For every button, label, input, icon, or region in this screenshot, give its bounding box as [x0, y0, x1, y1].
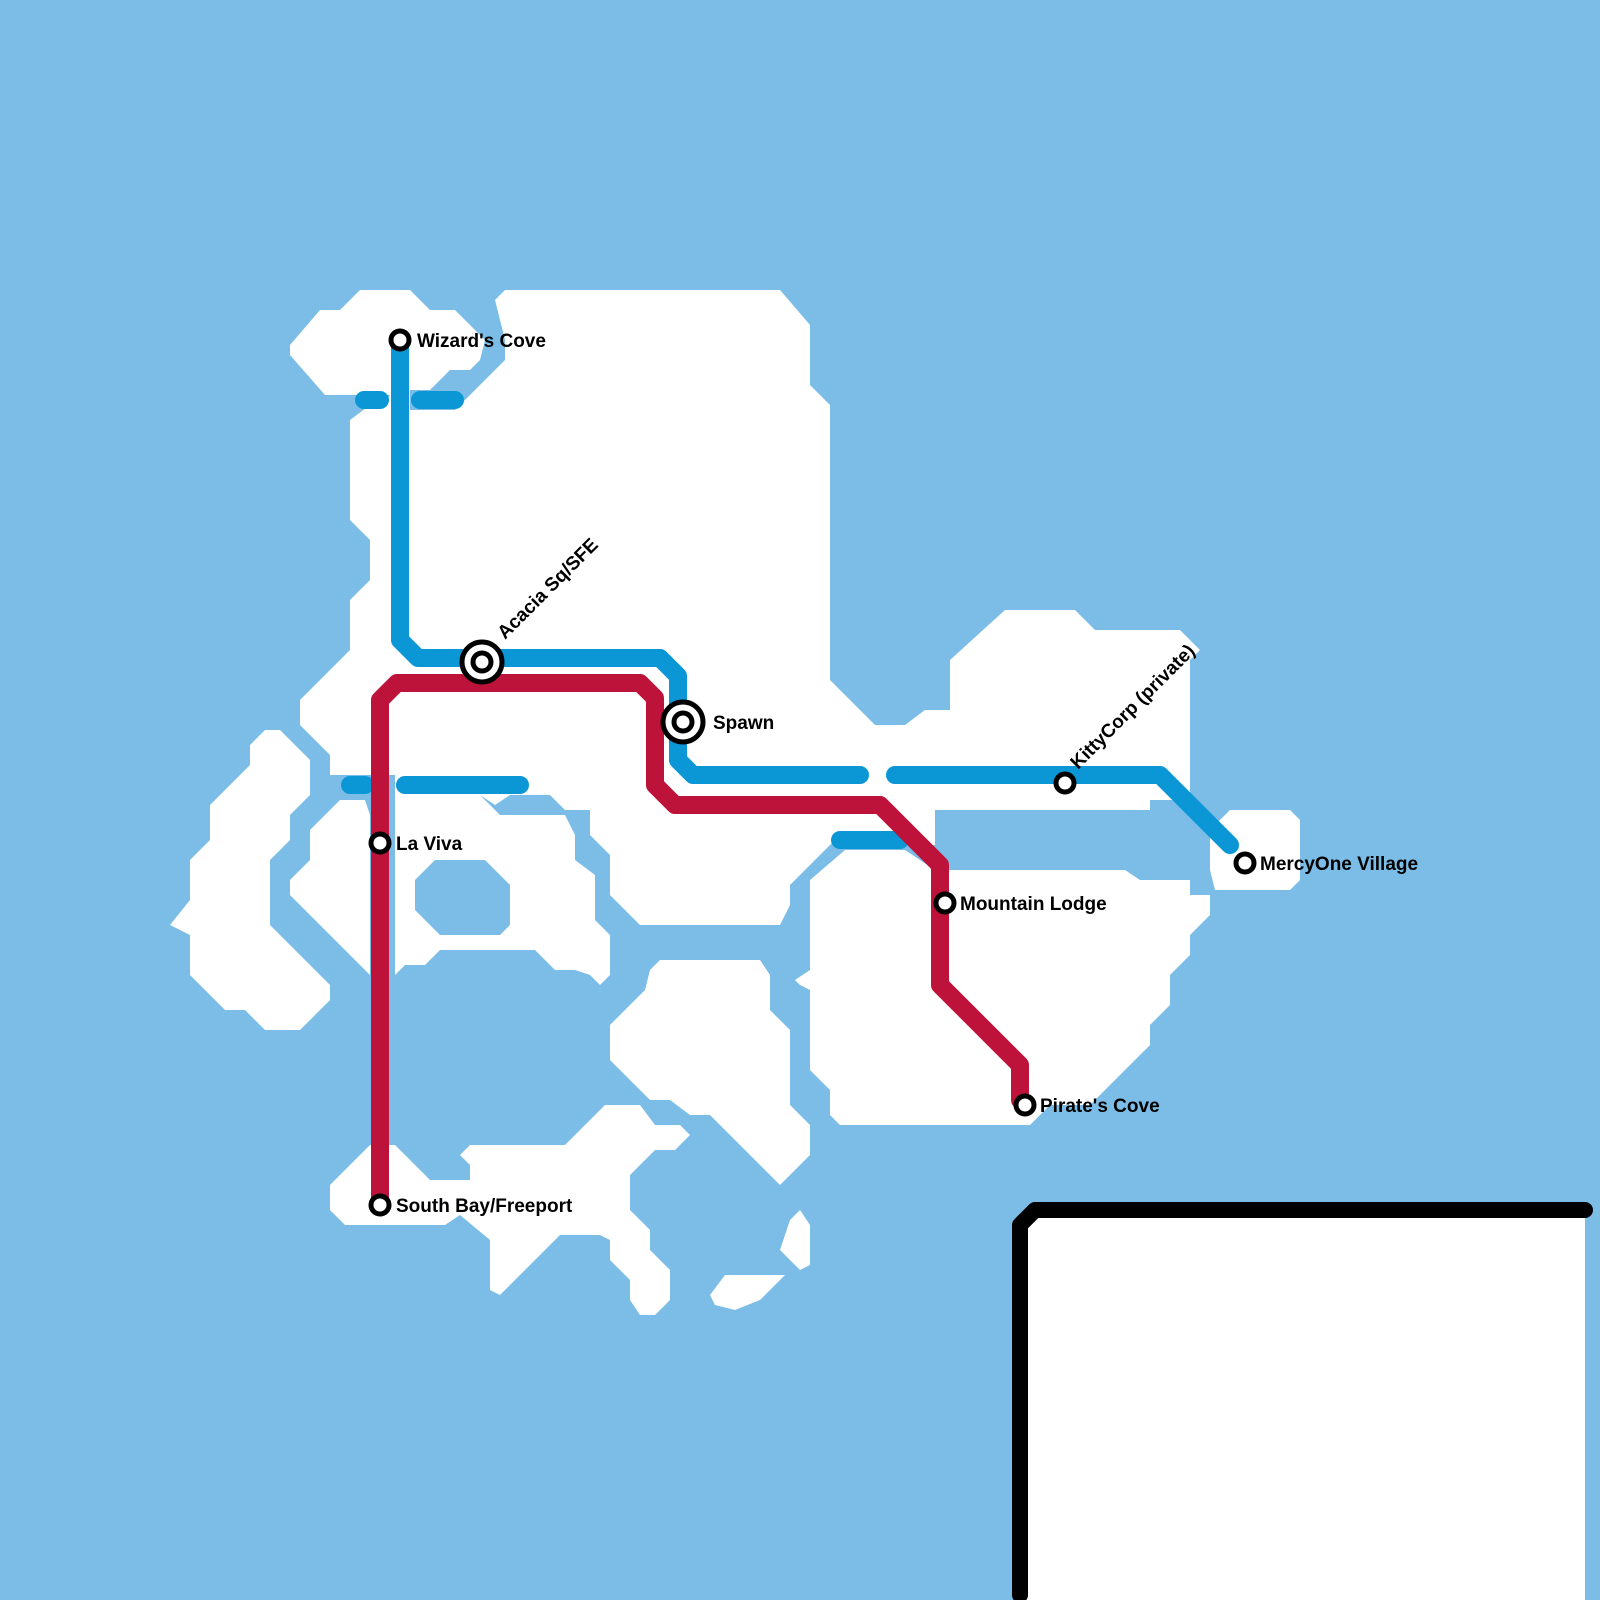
land-islet-2: [710, 1275, 785, 1310]
station-marker: [1013, 1093, 1037, 1117]
land-south-central: [610, 960, 810, 1185]
blue-line: [341, 331, 1239, 854]
blue-line-east: [886, 766, 1239, 854]
station-spawn[interactable]: Spawn: [660, 699, 774, 745]
interchange-inner-ring: [671, 710, 695, 734]
station-marker: [368, 831, 392, 855]
land-south-bay: [330, 1105, 690, 1315]
station-label: La Viva: [396, 834, 463, 855]
station-marker: [933, 891, 957, 915]
station-la-viva[interactable]: La Viva: [368, 831, 463, 855]
station-label: Wizard's Cove: [417, 331, 546, 352]
station-label: South Bay/Freeport: [396, 1196, 573, 1217]
station-label: Mountain Lodge: [960, 894, 1107, 915]
water-lagoons: [415, 810, 1190, 935]
station-label: Spawn: [713, 713, 774, 734]
station-label: Pirate's Cove: [1040, 1096, 1160, 1117]
blue-line-west: [391, 331, 869, 784]
land-mercyone: [1210, 810, 1300, 890]
red-line: [371, 674, 1029, 1209]
station-mountain-lodge[interactable]: Mountain Lodge: [933, 891, 1107, 915]
lagoon-east: [935, 810, 1190, 860]
station-wizards-cove[interactable]: Wizard's Cove: [388, 328, 546, 352]
station-label: MercyOne Village: [1260, 854, 1418, 875]
land-southeast: [795, 850, 1210, 1125]
station-pirates-cove[interactable]: Pirate's Cove: [1013, 1093, 1160, 1117]
land-west-island: [170, 730, 330, 1030]
land-la-viva: [290, 800, 370, 975]
interchange-inner-ring: [470, 650, 494, 674]
lagoon-central: [415, 860, 510, 935]
station-marker: [1053, 771, 1077, 795]
land-bottom-right-region: [1015, 1205, 1585, 1600]
station-marker: [388, 328, 412, 352]
station-marker: [368, 1193, 392, 1217]
land-islet-1: [780, 1210, 810, 1270]
region-border: [1012, 1202, 1593, 1600]
station-south-bay[interactable]: South Bay/Freeport: [368, 1193, 573, 1217]
station-mercyone[interactable]: MercyOne Village: [1233, 851, 1418, 875]
station-marker: [1233, 851, 1257, 875]
red-line-main: [371, 674, 1029, 1209]
